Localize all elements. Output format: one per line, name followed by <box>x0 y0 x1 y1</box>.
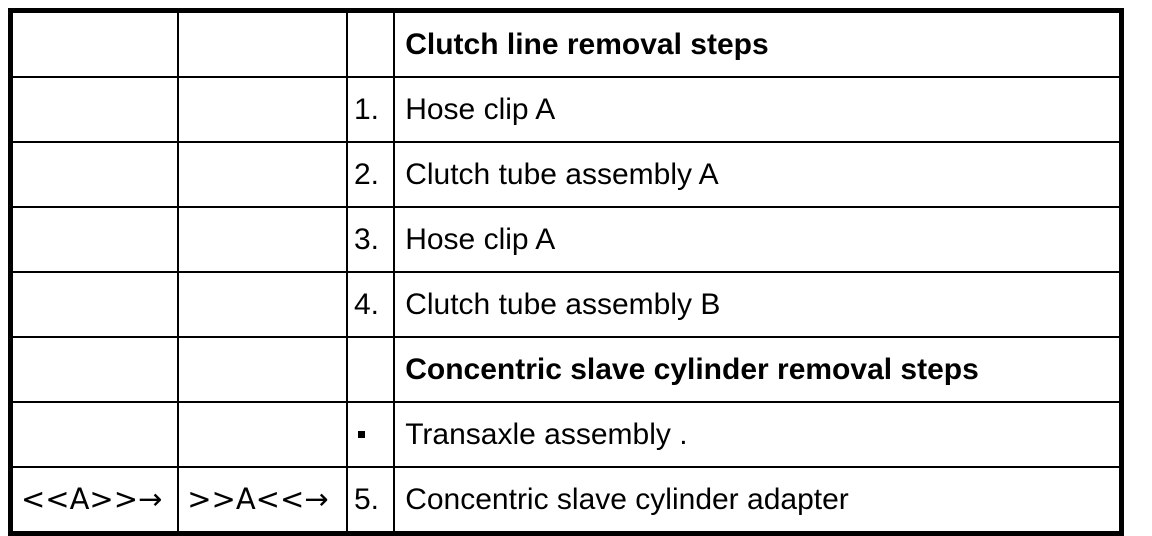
cell-step-number: 5. <box>345 466 396 535</box>
cell-step-description: Concentric slave cylinder adapter <box>393 466 1123 535</box>
cell-step-description: Hose clip A <box>393 206 1123 273</box>
table-row: 3. Hose clip A <box>9 206 1123 273</box>
cell-step-description: Transaxle assembly . <box>393 401 1123 468</box>
cell-removal-mark: <<A>>→ <box>9 466 180 535</box>
cell-installation-mark <box>177 401 348 468</box>
cell-step-number: 3. <box>345 206 396 273</box>
cell-step-number: 4. <box>345 271 396 338</box>
cell-installation-mark <box>177 76 348 143</box>
table-row: Clutch line removal steps <box>9 9 1123 78</box>
removal-steps-table: Clutch line removal steps 1. Hose clip A… <box>8 8 1124 536</box>
cell-step-description: Clutch tube assembly A <box>393 141 1123 208</box>
cell-removal-mark <box>9 9 180 78</box>
cell-installation-mark: >>A<<→ <box>177 466 348 535</box>
table-row: Concentric slave cylinder removal steps <box>9 336 1123 403</box>
cell-removal-mark <box>9 76 180 143</box>
cell-section-heading: Concentric slave cylinder removal steps <box>393 336 1123 403</box>
cell-installation-mark <box>177 271 348 338</box>
table-row: 4. Clutch tube assembly B <box>9 271 1123 338</box>
table-row: Transaxle assembly . <box>9 401 1123 468</box>
cell-step-bullet <box>345 401 396 468</box>
cell-removal-mark <box>9 271 180 338</box>
table-row: <<A>>→ >>A<<→ 5. Concentric slave cylind… <box>9 466 1123 535</box>
cell-step-description: Clutch tube assembly B <box>393 271 1123 338</box>
cell-removal-mark <box>9 141 180 208</box>
square-bullet-icon <box>358 431 365 439</box>
cell-removal-mark <box>9 401 180 468</box>
table-row: 1. Hose clip A <box>9 76 1123 143</box>
cell-removal-mark <box>9 336 180 403</box>
cell-installation-mark <box>177 141 348 208</box>
cell-installation-mark <box>177 206 348 273</box>
cell-section-heading: Clutch line removal steps <box>393 9 1123 78</box>
cell-step-number: 2. <box>345 141 396 208</box>
cell-step-number <box>345 9 396 78</box>
cell-removal-mark <box>9 206 180 273</box>
cell-step-number: 1. <box>345 76 396 143</box>
cell-installation-mark <box>177 9 348 78</box>
cell-step-description: Hose clip A <box>393 76 1123 143</box>
table-row: 2. Clutch tube assembly A <box>9 141 1123 208</box>
cell-installation-mark <box>177 336 348 403</box>
cell-step-number <box>345 336 396 403</box>
